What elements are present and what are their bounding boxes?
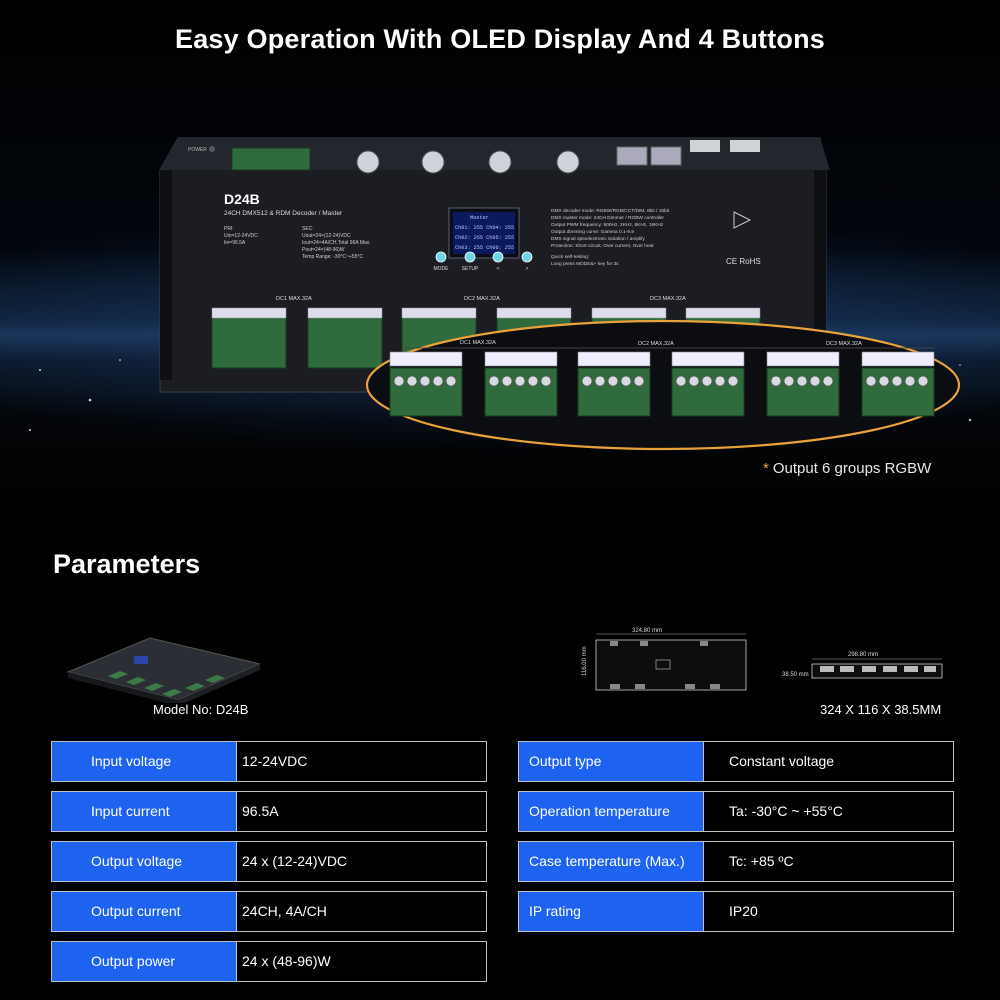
param-label: Output type: [519, 742, 703, 781]
svg-text:Output PWM frequency: 500Hz, 2: Output PWM frequency: 500Hz, 2KHz, 8KHz,…: [551, 222, 664, 228]
svg-text:DC1 MAX.32A: DC1 MAX.32A: [460, 340, 496, 346]
spec-pri: PRI: Uin=12-24VDC Iin=96.5A: [224, 226, 258, 246]
svg-text:Temp Range: -30°C~+55°C: Temp Range: -30°C~+55°C: [302, 254, 363, 260]
param-divider: [236, 942, 237, 981]
dimensions-label: 324 X 116 X 38.5MM: [820, 702, 942, 717]
svg-text:MODE: MODE: [434, 266, 450, 272]
svg-text:116.00 mm: 116.00 mm: [582, 646, 588, 676]
svg-text:Iout=24×4A/CH,Total 96A Max.: Iout=24×4A/CH,Total 96A Max.: [302, 240, 371, 246]
svg-text:Ch01: 255 Ch04: 255: Ch01: 255 Ch04: 255: [455, 225, 514, 231]
param-label: Output current: [52, 892, 236, 931]
left-button: [492, 251, 504, 263]
svg-text:324.80 mm: 324.80 mm: [632, 628, 662, 634]
asterisk-icon: *: [763, 460, 769, 477]
output-caption: *Output 6 groups RGBW: [763, 460, 931, 477]
svg-text:Protection: Short circuit, Ove: Protection: Short circuit, Over current,…: [551, 243, 654, 249]
svg-text:Quick self-testing:: Quick self-testing:: [551, 254, 589, 260]
svg-text:Iin=96.5A: Iin=96.5A: [224, 240, 246, 246]
cert-marks: CE RoHS: [726, 257, 761, 266]
param-value: 96.5A: [242, 803, 279, 819]
svg-text:Uin=12-24VDC: Uin=12-24VDC: [224, 233, 258, 239]
svg-text:<: <: [497, 266, 500, 272]
param-divider: [703, 792, 704, 831]
param-row-right: Case temperature (Max.) Tc: +85 ºC: [518, 841, 954, 882]
zoomed-terminals: [389, 351, 935, 417]
param-value: IP20: [729, 903, 758, 919]
product-thumbnail: [66, 637, 260, 703]
param-value: 24 x (48-96)W: [242, 953, 331, 969]
param-row-left: Output current 24CH, 4A/CH: [51, 891, 487, 932]
svg-text:Master: Master: [470, 215, 489, 221]
param-label: Input voltage: [52, 742, 236, 781]
param-value: 24CH, 4A/CH: [242, 903, 327, 919]
param-row-left: Input current 96.5A: [51, 791, 487, 832]
device-subtitle: 24CH DMX512 & RDM Decoder / Master: [224, 210, 343, 217]
param-label: Operation temperature: [519, 792, 703, 831]
param-value: 12-24VDC: [242, 753, 308, 769]
param-value: Tc: +85 ºC: [729, 853, 794, 869]
parameters-title: Parameters: [53, 549, 201, 579]
param-divider: [703, 842, 704, 881]
page-title: Easy Operation With OLED Display And 4 B…: [174, 24, 826, 54]
param-divider: [236, 892, 237, 931]
param-row-right: Operation temperature Ta: -30°C ~ +55°C: [518, 791, 954, 832]
param-label: Input current: [52, 792, 236, 831]
svg-text:DC2 MAX.32A: DC2 MAX.32A: [638, 341, 674, 347]
param-label: Case temperature (Max.): [519, 842, 703, 881]
param-divider: [703, 892, 704, 931]
power-label: POWER: [188, 147, 207, 153]
param-value: Constant voltage: [729, 753, 835, 769]
svg-text:PRI:: PRI:: [224, 226, 234, 232]
param-row-right: IP rating IP20: [518, 891, 954, 932]
svg-text:DC3 MAX.32A: DC3 MAX.32A: [826, 341, 862, 347]
param-label: IP rating: [519, 892, 703, 931]
dimension-drawing: 324.80 mm 116.00 mm 298.80 mm 38.50 mm: [582, 628, 943, 691]
param-label: Output voltage: [52, 842, 236, 881]
right-button: [521, 251, 533, 263]
param-divider: [236, 842, 237, 881]
param-value: 24 x (12-24)VDC: [242, 853, 348, 869]
spec-sec: SEC: Uout=24×(12-24)VDC Iout=24×4A/CH,To…: [302, 226, 371, 260]
param-row-left: Input voltage 12-24VDC: [51, 741, 487, 782]
oled-display: Master Ch01: 255 Ch04: 255 Ch02: 255 Ch0…: [455, 215, 514, 251]
param-divider: [236, 792, 237, 831]
svg-text:298.80 mm: 298.80 mm: [848, 652, 878, 658]
output-caption-text: Output 6 groups RGBW: [772, 460, 932, 477]
svg-text:Ch03: 255 Ch06: 255: Ch03: 255 Ch06: 255: [455, 245, 514, 251]
mode-button: [435, 251, 447, 263]
device-name: D24B: [224, 191, 260, 207]
svg-text:DMX decoder mode: RGBW/RGB/CCT: DMX decoder mode: RGBW/RGB/CCT/DIM, 8bit…: [551, 208, 670, 214]
param-label: Output power: [52, 942, 236, 981]
svg-text:DC1 MAX.32A: DC1 MAX.32A: [276, 296, 312, 302]
param-row-right: Output type Constant voltage: [518, 741, 954, 782]
device-illustration: POWER D24B 24CH DMX512 & RDM Decoder / M…: [159, 137, 961, 451]
param-row-left: Output power 24 x (48-96)W: [51, 941, 487, 982]
svg-text:Uout=24×(12-24)VDC: Uout=24×(12-24)VDC: [302, 233, 351, 239]
svg-text:Ch02: 255 Ch05: 255: Ch02: 255 Ch05: 255: [455, 235, 514, 241]
svg-text:38.50 mm: 38.50 mm: [782, 672, 809, 678]
svg-text:DC3 MAX.32A: DC3 MAX.32A: [650, 296, 686, 302]
feature-list: DMX decoder mode: RGBW/RGB/CCT/DIM, 8bit…: [551, 208, 670, 267]
setup-button: [464, 251, 476, 263]
param-divider: [236, 742, 237, 781]
param-row-left: Output voltage 24 x (12-24)VDC: [51, 841, 487, 882]
svg-text:>: >: [526, 266, 529, 272]
device-buttons: [435, 251, 533, 263]
param-value: Ta: -30°C ~ +55°C: [729, 803, 843, 819]
svg-text:DC2 MAX.32A: DC2 MAX.32A: [464, 296, 500, 302]
svg-text:DMX signal optoelectronic isol: DMX signal optoelectronic isolation / am…: [551, 236, 645, 242]
param-divider: [703, 742, 704, 781]
svg-text:Pout=24×(48-96)W: Pout=24×(48-96)W: [302, 247, 345, 253]
svg-text:DMX master mode: 24CH Dimmer /: DMX master mode: 24CH Dimmer / RGBW cont…: [551, 215, 664, 221]
svg-text:Output dimming curve: Gamma 0.: Output dimming curve: Gamma 0.1-9.9: [551, 229, 634, 235]
model-number: Model No: D24B: [153, 702, 249, 717]
svg-text:Long press MODE&+ key for 3s: Long press MODE&+ key for 3s: [551, 261, 619, 267]
svg-text:SEC:: SEC:: [302, 226, 314, 232]
svg-text:SETUP: SETUP: [462, 266, 479, 272]
